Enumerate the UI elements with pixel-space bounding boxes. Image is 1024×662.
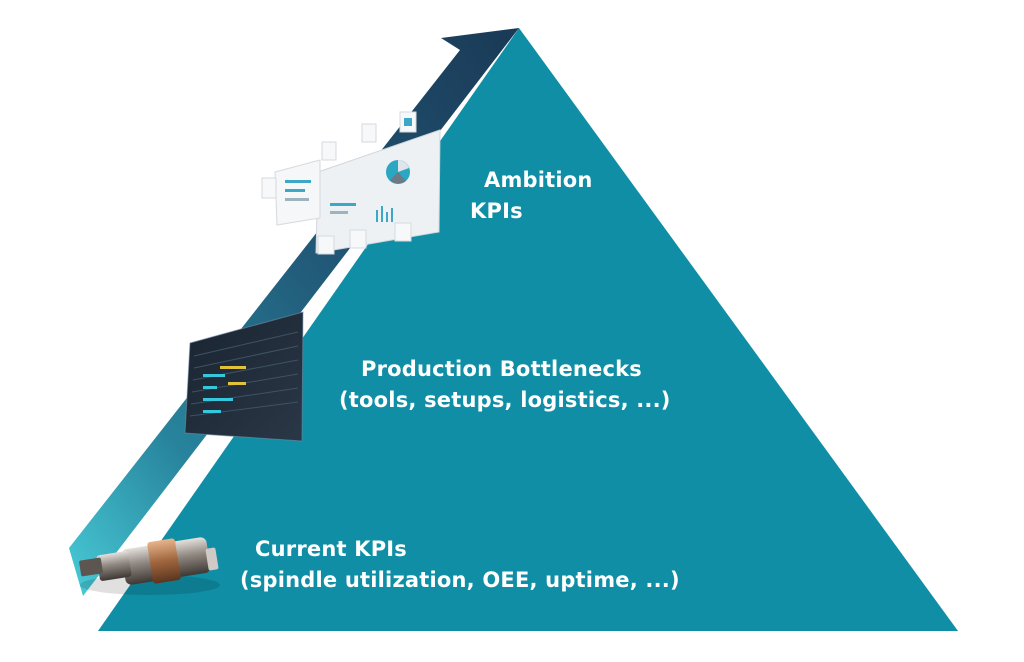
dashboard-cards-image <box>261 111 441 255</box>
data-table-screen-image <box>184 311 304 442</box>
level-subtitle: (spindle utilization, OEE, uptime, ...) <box>240 568 680 592</box>
level-current-kpis: Current KPIs (spindle utilization, OEE, … <box>240 534 680 596</box>
spindle-image <box>79 537 220 595</box>
level-subtitle: KPIs <box>470 199 523 223</box>
level-title: Ambition <box>484 168 593 192</box>
level-title: Production Bottlenecks <box>361 357 642 381</box>
level-title: Current KPIs <box>255 537 407 561</box>
pyramid <box>98 28 958 631</box>
level-subtitle: (tools, setups, logistics, ...) <box>339 388 671 412</box>
level-ambition-kpis: Ambition KPIs <box>470 165 593 227</box>
level-production-bottlenecks: Production Bottlenecks (tools, setups, l… <box>339 354 671 416</box>
